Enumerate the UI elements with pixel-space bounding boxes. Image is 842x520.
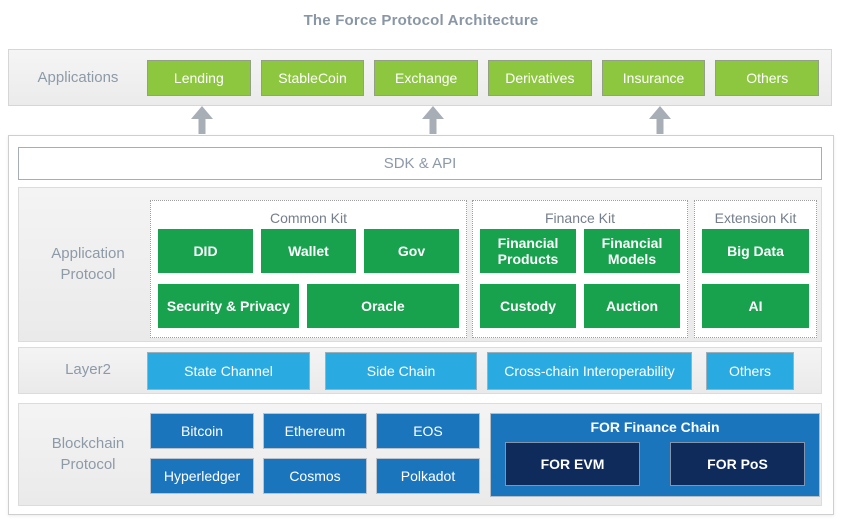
chain-box-bitcoin: Bitcoin xyxy=(150,413,254,449)
kit-box-auction: Auction xyxy=(584,284,680,328)
app-box-exchange: Exchange xyxy=(374,59,479,96)
kit-box-financial-models: Financial Models xyxy=(584,229,680,273)
up-arrow-icon xyxy=(191,106,213,134)
layer2-box-cross-chain: Cross-chain Interoperability xyxy=(487,352,692,390)
protocol-stack: SDK & API Application Protocol Common Ki… xyxy=(8,135,834,515)
up-arrow-icon xyxy=(422,106,444,134)
for-finance-chain-title: FOR Finance Chain xyxy=(590,419,720,435)
layer2-section: Layer2 State Channel Side Chain Cross-ch… xyxy=(18,347,822,394)
for-finance-chain-box: FOR Finance Chain FOR EVM FOR PoS xyxy=(490,413,820,497)
app-box-others: Others xyxy=(715,59,820,96)
extension-kit: Extension Kit Big Data AI xyxy=(694,200,817,338)
for-evm-box: FOR EVM xyxy=(505,442,640,486)
kit-box-security-privacy: Security & Privacy xyxy=(158,284,299,328)
sdk-api-bar: SDK & API xyxy=(18,147,822,180)
kit-box-oracle: Oracle xyxy=(306,284,459,328)
blockchain-protocol-section: Blockchain Protocol Bitcoin Ethereum EOS… xyxy=(18,403,822,506)
blockchain-boxes: Bitcoin Ethereum EOS Hyperledger Cosmos … xyxy=(150,413,480,494)
layer2-box-state-channel: State Channel xyxy=(147,352,310,390)
app-box-stablecoin: StableCoin xyxy=(260,59,365,96)
kit-box-custody: Custody xyxy=(480,284,576,328)
chain-box-polkadot: Polkadot xyxy=(376,458,480,494)
chain-box-hyperledger: Hyperledger xyxy=(150,458,254,494)
layer2-box-side-chain: Side Chain xyxy=(325,352,477,390)
app-box-lending: Lending xyxy=(147,59,251,96)
for-pos-box: FOR PoS xyxy=(670,442,805,486)
common-kit: Common Kit DID Wallet Gov Security & Pri… xyxy=(150,200,467,338)
chain-box-eos: EOS xyxy=(376,413,480,449)
finance-kit: Finance Kit Financial Products Financial… xyxy=(472,200,688,338)
applications-label: Applications xyxy=(37,68,119,86)
chain-box-cosmos: Cosmos xyxy=(263,458,367,494)
up-arrow-icon xyxy=(649,106,671,134)
layer2-boxes: State Channel Side Chain Cross-chain Int… xyxy=(147,352,794,390)
blockchain-protocol-label: Blockchain Protocol xyxy=(51,435,125,473)
application-protocol-label: Application Protocol xyxy=(51,245,125,283)
chain-box-ethereum: Ethereum xyxy=(263,413,367,449)
extension-kit-title: Extension Kit xyxy=(714,209,797,226)
kit-box-ai: AI xyxy=(702,284,809,328)
app-box-derivatives: Derivatives xyxy=(488,59,592,96)
layer2-label: Layer2 xyxy=(65,361,111,379)
app-box-insurance: Insurance xyxy=(601,59,706,96)
finance-kit-title: Finance Kit xyxy=(544,209,616,226)
application-protocol-section: Application Protocol Common Kit DID Wall… xyxy=(18,187,822,342)
applications-row: Applications Lending StableCoin Exchange… xyxy=(8,49,832,106)
applications-boxes: Lending StableCoin Exchange Derivatives … xyxy=(147,59,831,96)
kit-box-financial-products: Financial Products xyxy=(480,229,576,273)
kit-box-gov: Gov xyxy=(364,229,459,273)
kit-box-did: DID xyxy=(158,229,253,273)
kit-box-wallet: Wallet xyxy=(261,229,356,273)
common-kit-title: Common Kit xyxy=(269,209,348,226)
layer2-box-others: Others xyxy=(706,352,794,390)
page-title: The Force Protocol Architecture xyxy=(303,12,539,29)
kit-box-big-data: Big Data xyxy=(702,229,809,273)
